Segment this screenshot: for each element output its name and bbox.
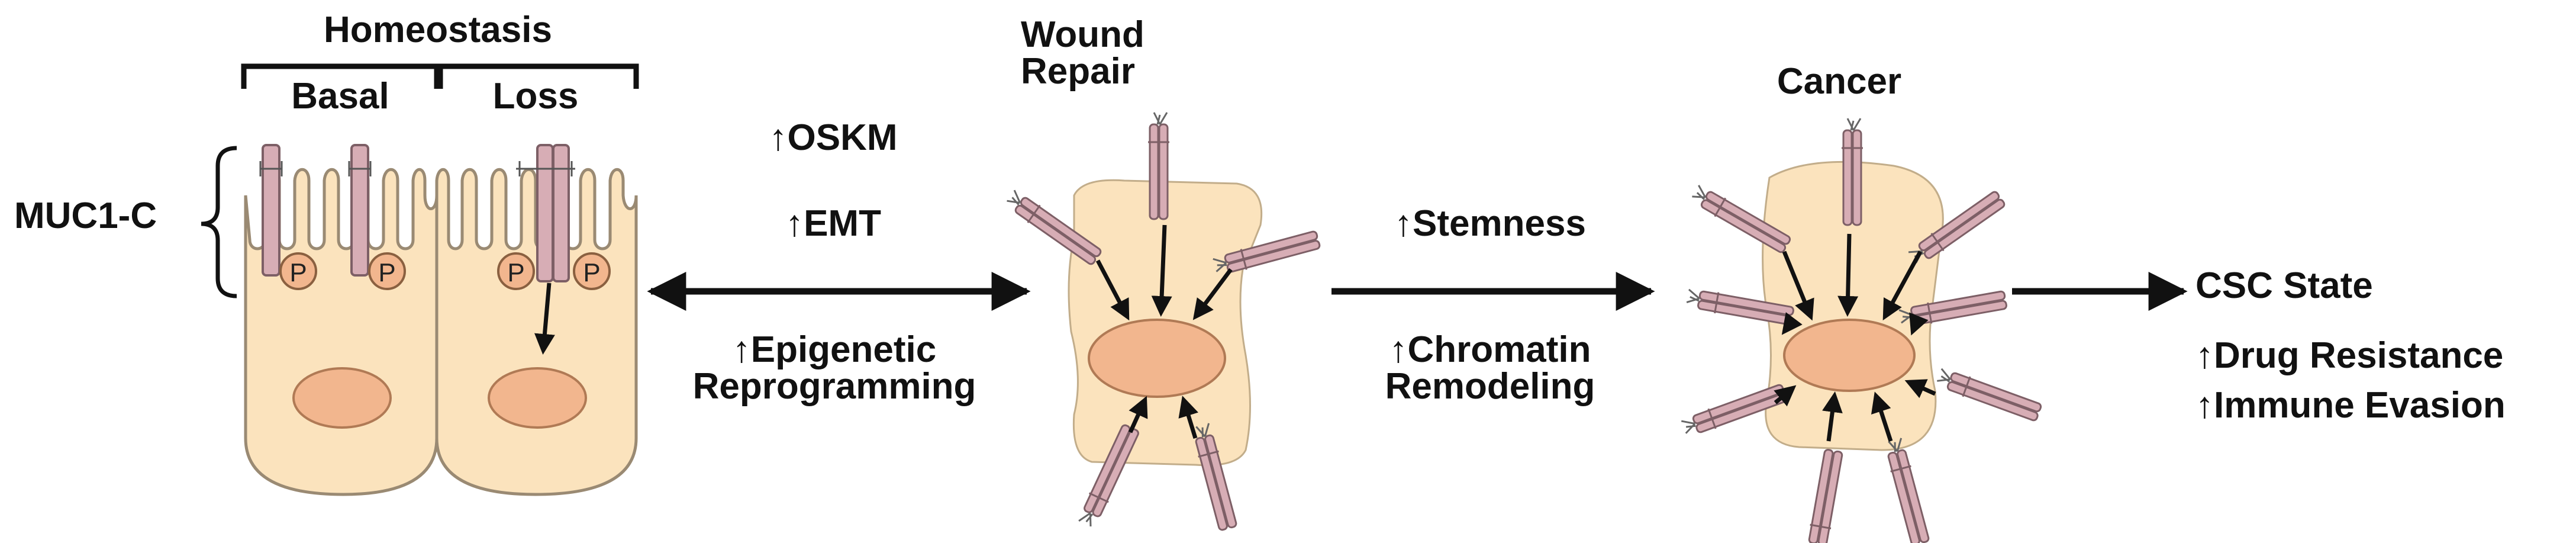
phospho-label: P [378,258,395,287]
cancer-receptor-3 [1908,191,2006,264]
cancer-receptor-2 [1692,185,1791,253]
homeostasis-title: Homeostasis [324,9,552,50]
loss-nuclear-arrow [534,282,555,355]
chromatin-remodeling-label: ↑Chromatin Remodeling [1385,329,1595,407]
basal-label: Basal [291,76,389,117]
cancer-receptor-7 [1937,368,2042,422]
cancer-signal-arrow [1781,312,1803,335]
wound-signal-arrow [1128,396,1148,433]
wound-receptor-2 [1007,189,1102,265]
cancer-signal-arrow [1782,250,1814,321]
muc1-c-label: MUC1-C [14,195,157,236]
loss-receptor [516,144,575,282]
cancer-signal-arrow [1822,391,1843,442]
homeostasis-bracket-loss [437,63,639,89]
phospho-label: P [507,258,524,287]
epigenetic-reprogramming-label: ↑Epigenetic Reprogramming [692,329,976,407]
cancer-signal-arrow [1904,379,1936,399]
cancer-title: Cancer [1777,61,1902,102]
stemness-label: ↑Stemness [1394,203,1586,244]
phospho-circle-loss-2: P [573,252,611,290]
cancer-receptor-9 [1887,438,1930,543]
cancer-receptor-1 [1842,118,1863,226]
wound-repair-cell [1068,179,1263,467]
homeostasis-bracket-basal [241,63,440,89]
receptor-layer [1007,112,2042,543]
cancer-receptor-4 [1686,288,1794,326]
loss-nucleus [488,367,587,429]
cancer-receptor-8 [1808,449,1843,543]
cancer-signal-arrow [1871,391,1893,442]
phospho-label: P [583,258,600,287]
cancer-signal-arrow [1909,312,1929,336]
phospho-circle-loss-1: P [497,252,535,290]
oskm-label: ↑OSKM [769,117,898,158]
wound-receptor-3 [1213,230,1321,273]
wound-receptor-5 [1195,423,1237,531]
wound-repair-title: Wound Repair [1021,14,1144,92]
basal-receptor-1 [259,144,283,277]
cancer-receptor-6 [1681,384,1788,434]
cancer-nucleus [1783,319,1916,392]
cancer-receptor-5 [1898,290,2007,326]
signal-arrow-layer [1095,224,1936,442]
cancer-signal-arrow [1882,250,1923,321]
wound-receptor-4 [1078,424,1139,527]
wound-nucleus [1088,319,1226,398]
basal-receptor-2 [348,144,372,277]
immune-evasion-label: ↑Immune Evasion [2195,385,2506,426]
emt-label: ↑EMT [785,203,881,244]
phospho-circle-basal-1: P [279,252,317,290]
wound-signal-arrow [1095,259,1130,321]
phospho-label: P [289,258,307,287]
basal-nucleus [292,367,392,429]
cancer-signal-arrow [1774,385,1797,407]
muc1-brace [201,146,237,298]
homeostasis-cells: P P P P [201,63,639,496]
csc-state-label: CSC State [2195,265,2373,306]
wound-signal-arrow [1178,396,1198,439]
wound-receptor-1 [1148,112,1169,220]
wound-signal-arrow [1192,268,1233,320]
loss-label: Loss [492,76,579,117]
cancer-signal-arrow [1837,233,1859,317]
phospho-circle-basal-2: P [368,252,406,290]
drug-resistance-label: ↑Drug Resistance [2195,335,2504,376]
wound-signal-arrow [1151,224,1172,317]
